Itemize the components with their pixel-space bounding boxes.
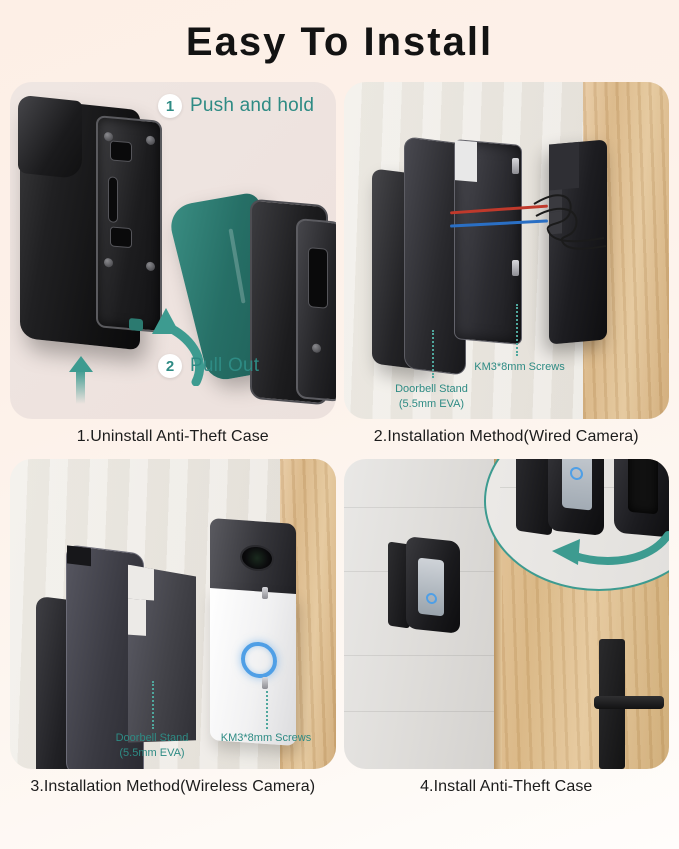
bracket-cutout-top (128, 565, 154, 601)
panel-2-image: KM3*8mm Screws Doorbell Stand (5.5mm EVA… (343, 82, 669, 419)
panel-cell-1: 1 Push and hold 2 Pull Out 1.Uninstall A… (10, 82, 336, 453)
panel-4-image (343, 459, 669, 769)
mid-screw-3 (405, 153, 413, 162)
tile-seam-1 (343, 507, 494, 508)
km3-screw-top-3 (262, 587, 268, 599)
annotation-stand3-line2: (5.5mm EVA) (119, 746, 185, 759)
case-screw-hole (312, 343, 321, 354)
mount3-hole-6 (67, 593, 73, 600)
km3-screw-bottom-3 (262, 677, 268, 689)
camera-window (549, 141, 579, 191)
step-1: 1 Push and hold (158, 94, 314, 118)
screw-hole-3 (104, 257, 113, 268)
annotation-km3-line1: KM3*8mm Screws (474, 361, 565, 373)
backplate-slot (455, 180, 473, 190)
tile-seam-4 (343, 711, 494, 712)
page-title: Easy To Install (185, 20, 494, 64)
pull-out-arrow (152, 308, 205, 386)
step-1-label: Push and hold (190, 95, 315, 116)
km3-screw-bottom (511, 260, 519, 276)
push-arrow-head (69, 356, 93, 372)
screw-hole-2 (146, 135, 155, 146)
door-handle-lever (593, 696, 664, 709)
doorbell-case-front (296, 217, 336, 403)
step-2-badge: 2 (158, 354, 182, 378)
panel-2-caption: 2.Installation Method(Wired Camera) (373, 428, 639, 445)
anti-theft-case-top (18, 94, 82, 180)
screw-hole-1 (104, 131, 113, 142)
panel-1-image: 1 Push and hold 2 Pull Out (10, 82, 336, 419)
tile-seam-3 (343, 655, 494, 656)
rotate-arrow (551, 531, 669, 565)
annotation-km3-3-line1: KM3*8mm Screws (220, 732, 312, 744)
annotation-doorbell-stand-3: Doorbell Stand (5.5mm EVA) (92, 731, 212, 761)
case-wall-device (417, 557, 444, 617)
leader-km3-screws-3 (266, 691, 268, 729)
step-2: 2 Pull Out (158, 354, 259, 378)
installed-anti-theft-case (387, 536, 462, 634)
bracket-cutout-bottom (128, 599, 146, 636)
panel-cell-2: KM3*8mm Screws Doorbell Stand (5.5mm EVA… (343, 82, 669, 453)
panel-1-caption: 1.Uninstall Anti-Theft Case (76, 428, 269, 445)
annotation-stand3-line1: Doorbell Stand (115, 732, 189, 744)
wireless-bracket (128, 565, 196, 748)
backplate-cutout (454, 140, 477, 183)
step-2-label: Pull Out (190, 355, 260, 376)
annotation-stand-line2: (5.5mm EVA) (398, 397, 465, 410)
panel-row-1: 1 Push and hold 2 Pull Out 1.Uninstall A… (10, 82, 669, 453)
mount-channel (108, 176, 118, 224)
stand-screw-2 (372, 176, 380, 185)
callout-case-opening (627, 459, 658, 515)
case-channel (308, 247, 328, 309)
door-frame-wood-3 (279, 459, 336, 769)
mount-slot-bottom (110, 226, 132, 249)
panel-3-caption: 3.Installation Method(Wireless Camera) (30, 778, 316, 795)
stand3-screw-2 (36, 604, 44, 613)
annotation-km3-screws-3: KM3*8mm Screws (206, 731, 326, 746)
annotation-stand-line1: Doorbell Stand (395, 383, 468, 395)
teal-release-clip (129, 318, 143, 332)
leader-doorbell-stand-3 (152, 681, 154, 729)
push-arrow-stem (76, 370, 85, 404)
annotation-km3-screws: KM3*8mm Screws (460, 360, 580, 375)
km3-screw-top (511, 158, 519, 174)
panel-4-caption: 4.Install Anti-Theft Case (420, 778, 593, 795)
panel-cell-3: Doorbell Stand (5.5mm EVA) KM3*8mm Screw… (10, 459, 336, 803)
panel-3-image: Doorbell Stand (5.5mm EVA) KM3*8mm Screw… (10, 459, 336, 769)
wire-loops (532, 194, 606, 250)
step-1-badge: 1 (158, 94, 182, 118)
panel-grid: 1 Push and hold 2 Pull Out 1.Uninstall A… (0, 64, 679, 803)
leader-doorbell-stand (431, 330, 434, 378)
leader-km3-screws (515, 304, 518, 356)
door-edge (493, 459, 502, 769)
annotation-doorbell-stand: Doorbell Stand (5.5mm EVA) (372, 382, 492, 412)
panel-cell-4: 4.Install Anti-Theft Case (343, 459, 669, 803)
screw-hole-4 (146, 261, 155, 272)
mount-slot-top (110, 140, 132, 163)
panel-row-2: Doorbell Stand (5.5mm EVA) KM3*8mm Screw… (10, 459, 669, 803)
